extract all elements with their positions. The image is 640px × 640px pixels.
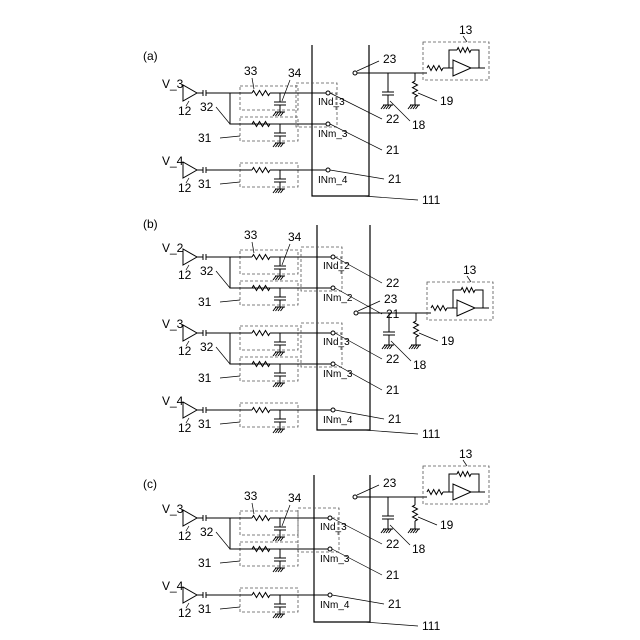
ref-label-34: 34 [288,230,302,244]
ref-label-12: 12 [178,104,192,118]
ref-label-13: 13 [459,23,473,37]
port-label-m: INm_4 [318,175,348,186]
ref-label-31: 31 [198,295,212,309]
output-network: 23 18 19 [353,52,454,132]
ref-label-111: 111 [422,619,441,633]
channel-name: V_3 [162,77,184,91]
port-label-m: INm_3 [323,369,353,380]
ref-label-21: 21 [388,597,402,611]
ref-label-33: 33 [244,64,258,78]
ref-label-22: 22 [386,276,400,290]
ref-label-19: 19 [440,518,454,532]
ref-label-31: 31 [198,131,212,145]
channel-v-2: V_2 12 INd_2INm_2 33 34 32 31 22 21 [162,228,400,321]
ref-label-22: 22 [386,352,400,366]
output-network: 23 18 19 [354,292,455,372]
ref-label-32: 32 [200,264,214,278]
channel-name: V_4 [162,394,184,408]
channel-name: V_4 [162,579,184,593]
ref-label-32: 32 [200,340,214,354]
ref-label-12: 12 [178,268,192,282]
ref-label-34: 34 [288,491,302,505]
ref-label-111: 111 [422,193,441,207]
ref-label-31: 31 [198,417,212,431]
amplifier-13: 13 [423,447,489,504]
port-label-d: INd_3 [323,337,350,348]
port-label-m: INm_4 [320,600,350,611]
ref-label-31: 31 [198,371,212,385]
channel-v-3: V_312INd_3INm_3333432312221 [162,64,400,157]
ref-label-18: 18 [412,542,426,556]
ref-label-12: 12 [178,421,192,435]
ref-label-21: 21 [388,412,402,426]
ref-label-31: 31 [198,177,212,191]
channel-v-3: V_312INd_3INm_3333432312221 [162,489,400,582]
ref-label-32: 32 [200,525,214,539]
channel-v-4: V_4 12 INm_4 31 21 [162,154,402,195]
panel-label: (c) [143,477,157,491]
ref-label-12: 12 [178,529,192,543]
channel-v-4: V_4 12 INm_4 31 21 [162,394,402,435]
port-label-d: INd_2 [323,261,350,272]
ref-label-23: 23 [383,52,397,66]
amplifier-13: 13 [427,263,493,320]
panel-b: (b)11123181913V_212INd_2INm_233343231222… [143,217,493,441]
ref-label-31: 31 [198,602,212,616]
amplifier-13: 13 [423,23,489,80]
ref-label-19: 19 [441,334,455,348]
ref-label-18: 18 [413,358,427,372]
ref-label-23: 23 [383,476,397,490]
ref-label-22: 22 [386,537,400,551]
output-network: 23 18 19 [353,476,454,556]
channel-name: V_3 [162,502,184,516]
port-label-m: INm_4 [323,415,353,426]
ref-label-21: 21 [386,143,400,157]
panel-label: (b) [143,217,158,231]
channel-name: V_3 [162,317,184,331]
ref-label-19: 19 [440,94,454,108]
channel-name: V_4 [162,154,184,168]
channel-name: V_2 [162,241,184,255]
ref-label-32: 32 [200,100,214,114]
ref-label-33: 33 [244,228,258,242]
panel-label: (a) [143,49,158,63]
ref-label-21: 21 [388,172,402,186]
panel-c: (c)11123181913V_312INd_3INm_333343231222… [143,447,489,633]
ref-label-12: 12 [178,181,192,195]
ref-label-23: 23 [384,292,398,306]
port-label-m: INm_2 [323,293,353,304]
ref-label-21: 21 [386,307,400,321]
ref-label-13: 13 [463,263,477,277]
ref-label-21: 21 [386,568,400,582]
ref-label-12: 12 [178,606,192,620]
ref-label-21: 21 [386,383,400,397]
ref-label-111: 111 [422,427,441,441]
panel-a: (a)11123181913V_312INd_3INm_333343231222… [143,23,489,207]
ref-label-31: 31 [198,556,212,570]
ref-label-18: 18 [412,118,426,132]
ref-label-34: 34 [288,66,302,80]
channel-v-4: V_4 12 INm_4 31 21 [162,579,402,620]
ref-label-12: 12 [178,344,192,358]
ref-label-22: 22 [386,112,400,126]
channel-v-3: V_3 12 INd_3INm_3 32 31 22 21 [162,317,400,397]
ref-label-13: 13 [459,447,473,461]
ref-label-33: 33 [244,489,258,503]
